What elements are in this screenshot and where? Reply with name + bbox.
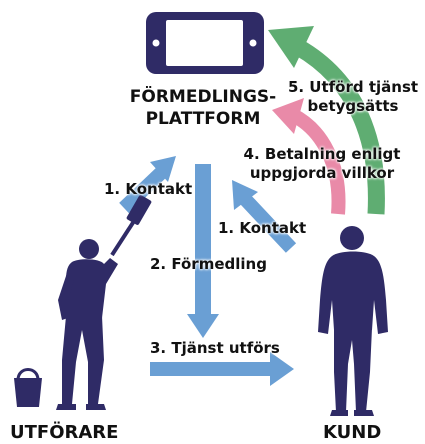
mediation-arrow bbox=[187, 164, 219, 338]
payment-label-line1: 4. Betalning enligt bbox=[243, 145, 401, 163]
service-label: 3. Tjänst utförs bbox=[150, 339, 280, 357]
contact-arrow-right bbox=[232, 180, 297, 253]
contact-label-right: 1. Kontakt bbox=[218, 219, 307, 237]
payment-arrow bbox=[272, 98, 346, 215]
contact-arrow-left bbox=[119, 156, 176, 214]
standing-person-icon bbox=[318, 226, 388, 416]
rating-label-line1: 5. Utförd tjänst bbox=[287, 78, 419, 96]
rating-label: 5. Utförd tjänst betygsätts bbox=[278, 78, 425, 116]
platform-label: FÖRMEDLINGS- PLATTFORM bbox=[118, 86, 288, 130]
bucket-icon bbox=[14, 368, 42, 407]
rating-label-line2: betygsätts bbox=[307, 97, 399, 115]
platform-label-line1: FÖRMEDLINGS- bbox=[129, 87, 277, 107]
painter-figure-icon bbox=[56, 195, 152, 410]
smartphone-icon bbox=[146, 12, 264, 74]
contact-label-left: 1. Kontakt bbox=[104, 180, 193, 198]
payment-label-line2: uppgjorda villkor bbox=[249, 164, 395, 182]
mediation-label: 2. Förmedling bbox=[150, 255, 267, 273]
customer-label: KUND bbox=[323, 422, 382, 443]
provider-label: UTFÖRARE bbox=[10, 422, 119, 443]
service-arrow bbox=[150, 352, 294, 386]
payment-label: 4. Betalning enligt uppgjorda villkor bbox=[234, 145, 410, 183]
rating-arrow bbox=[268, 26, 385, 215]
platform-label-line2: PLATTFORM bbox=[145, 109, 261, 129]
